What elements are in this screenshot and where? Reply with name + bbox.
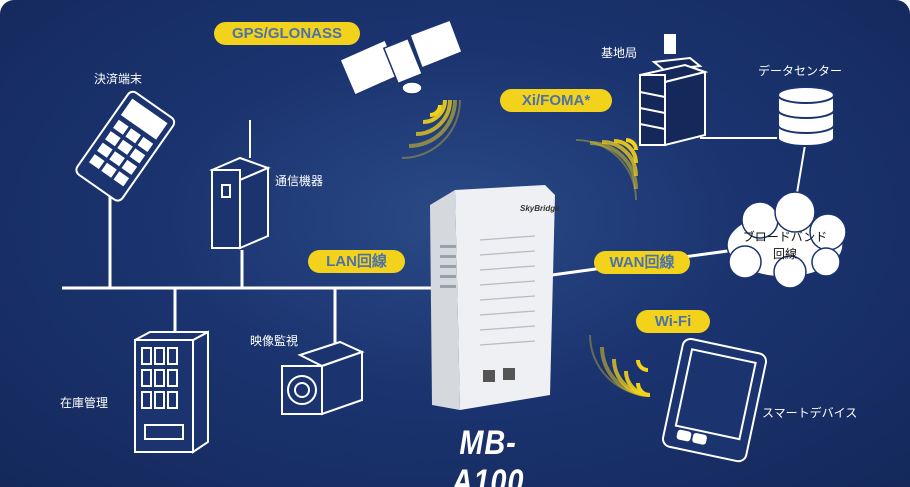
lan-pill: LAN回線 — [308, 250, 405, 273]
label-smart-device: スマートデバイス — [762, 406, 858, 420]
model-name: MB-A100 — [451, 424, 525, 487]
wan-pill: WAN回線 — [594, 251, 690, 274]
tablet-icon — [661, 337, 768, 463]
brand-logo: SkyBridge — [520, 204, 560, 213]
comm-device-icon — [209, 120, 271, 250]
base-station-icon — [639, 34, 709, 147]
router-device-image: SkyBridge — [430, 185, 560, 410]
label-base-station: 基地局 — [601, 46, 638, 60]
broadband-line1: ブロードバンド — [742, 230, 828, 244]
payment-terminal-icon — [75, 90, 176, 202]
camera-icon — [281, 340, 365, 416]
broadband-line2: 回線 — [772, 247, 797, 261]
label-comm-device: 通信機器 — [275, 174, 324, 188]
mobile-network-pill: Xi/FOMA* — [500, 89, 612, 112]
mobile-signal-icon — [575, 138, 638, 201]
label-inventory: 在庫管理 — [60, 396, 109, 410]
satellite-icon — [339, 19, 463, 96]
cloud-icon — [726, 191, 847, 289]
gps-signal-icon — [401, 99, 461, 159]
gps-pill: GPS/GLONASS — [214, 22, 360, 45]
label-video-surveillance: 映像監視 — [250, 334, 299, 348]
wifi-pill: Wi-Fi — [636, 310, 710, 333]
vending-machine-icon — [134, 330, 209, 454]
database-icon — [777, 86, 835, 147]
wifi-signal-icon — [589, 334, 651, 397]
label-broadband: ブロードバンド 回線 — [728, 229, 842, 263]
label-data-center: データセンター — [758, 64, 843, 78]
label-payment-terminal: 決済端末 — [94, 72, 143, 86]
